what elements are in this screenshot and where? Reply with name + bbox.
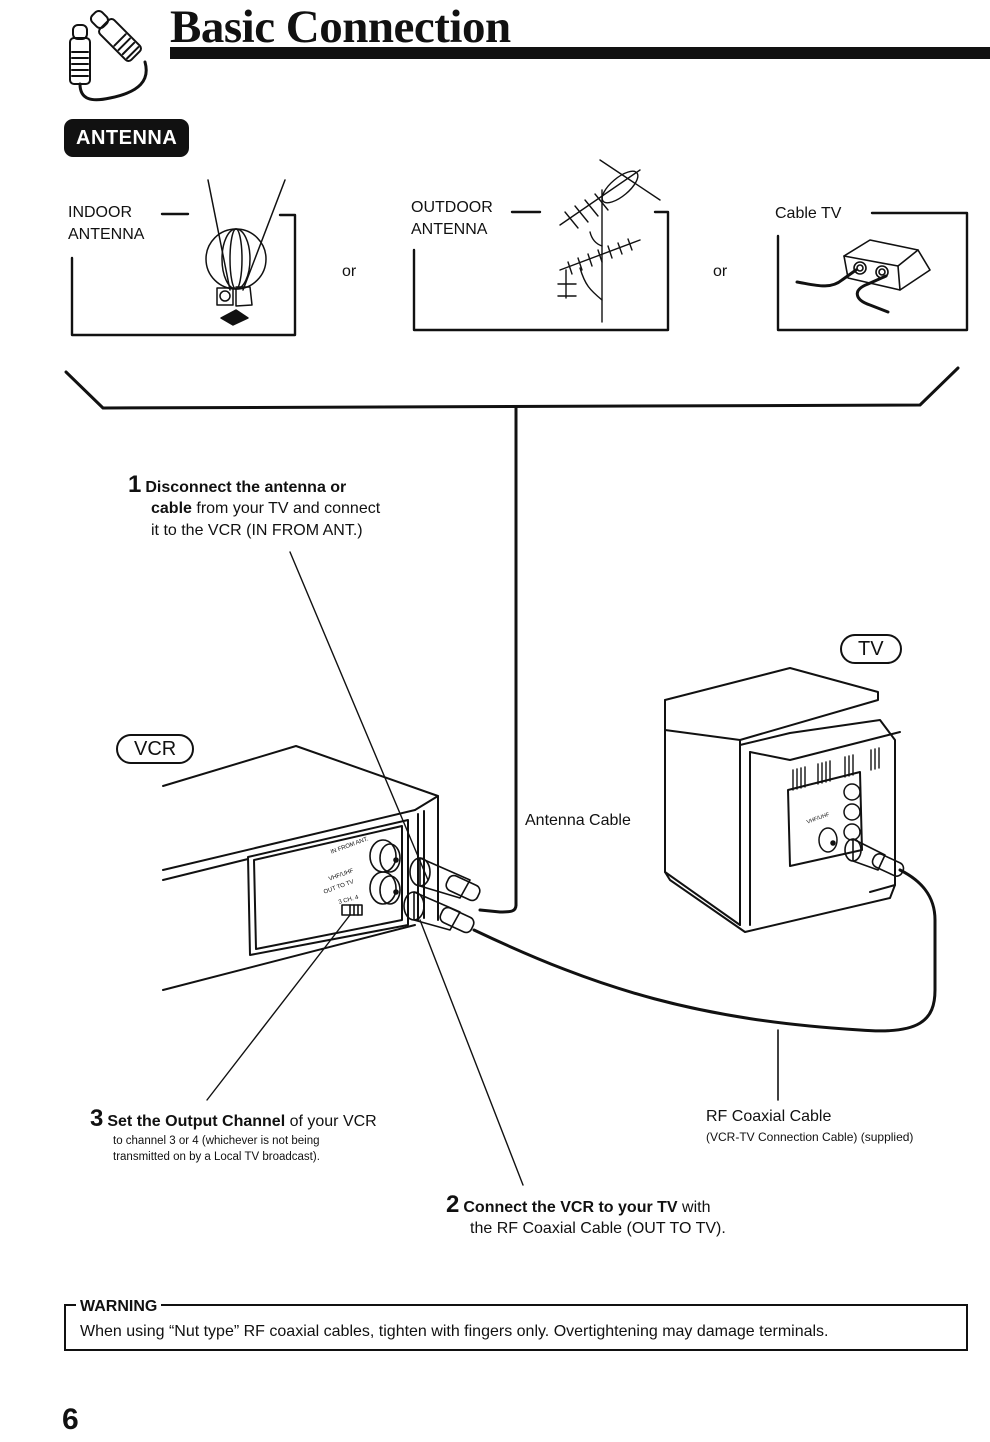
- step-3-bold: Set the Output Channel: [107, 1113, 286, 1130]
- indoor-antenna-label-1: INDOOR: [68, 204, 132, 221]
- step-1-bold-cont: cable: [151, 500, 192, 517]
- rf-coaxial-cable-note: (VCR-TV Connection Cable) (supplied): [706, 1130, 914, 1144]
- rf-coaxial-cable: [472, 868, 937, 1033]
- step-2-number: 2: [446, 1191, 460, 1218]
- step-3-note-2: transmitted on by a Local TV broadcast).: [113, 1151, 320, 1163]
- step-leaders: [206, 551, 524, 1186]
- indoor-antenna-label-2: ANTENNA: [68, 226, 145, 243]
- outdoor-antenna-frame: [412, 210, 670, 332]
- vcr-plugs: [403, 857, 481, 934]
- step-1-rest: from your TV and connect: [191, 500, 381, 517]
- step-1-number: 1: [128, 471, 142, 498]
- vcr-jacks: [341, 839, 401, 916]
- tv-jacks: [818, 783, 861, 853]
- indoor-antenna-icon: [205, 179, 286, 326]
- step-3-rest: of your VCR: [285, 1113, 377, 1130]
- warning-top-rule: [64, 1304, 966, 1306]
- step-1-line-2: cable from your TV and connect: [151, 498, 380, 520]
- tv-body: [664, 667, 901, 933]
- rf-coaxial-cable-label: RF Coaxial Cable: [706, 1108, 832, 1125]
- antenna-cable-label: Antenna Cable: [525, 812, 631, 829]
- step-2-rest: with: [677, 1199, 711, 1216]
- cable-tv-frame: [776, 211, 969, 332]
- tv-plug: [844, 838, 905, 877]
- warning-text: When using “Nut type” RF coaxial cables,…: [80, 1323, 829, 1340]
- coaxial-cable-icon: [69, 9, 148, 102]
- step-2-bold: Connect the VCR to your TV: [463, 1199, 678, 1216]
- indoor-antenna-frame: [70, 212, 297, 337]
- page-title: Basic Connection: [170, 1, 511, 53]
- step-2-line-2: the RF Coaxial Cable (OUT TO TV).: [470, 1220, 726, 1237]
- vcr-body: [162, 745, 439, 991]
- tv-vents: [792, 747, 880, 791]
- warning-box: [64, 1304, 968, 1351]
- step-1-line-3: it to the VCR (IN FROM ANT.): [151, 522, 363, 539]
- step-3-number: 3: [90, 1105, 104, 1132]
- or-separator-2: or: [713, 263, 728, 280]
- cable-tv-label: Cable TV: [775, 205, 842, 222]
- step-1-bold: Disconnect the antenna or: [145, 479, 347, 496]
- cable-tv-box-icon: [795, 239, 931, 314]
- title-underline: [170, 47, 990, 59]
- section-badge-antenna: ANTENNA: [64, 119, 190, 157]
- or-separator-1: or: [342, 263, 357, 280]
- outdoor-antenna-label-2: ANTENNA: [411, 221, 488, 238]
- tv-label: TV: [840, 634, 902, 664]
- step-3-note-1: to channel 3 or 4 (whichever is not bein…: [113, 1135, 320, 1147]
- warning-heading: WARNING: [76, 1297, 162, 1317]
- vcr-label: VCR: [116, 734, 195, 764]
- antenna-cable: [478, 903, 518, 914]
- source-bracket: [64, 366, 960, 907]
- outdoor-antenna-icon: [557, 159, 661, 323]
- page-number: 6: [62, 1403, 79, 1436]
- outdoor-antenna-label-1: OUTDOOR: [411, 199, 493, 216]
